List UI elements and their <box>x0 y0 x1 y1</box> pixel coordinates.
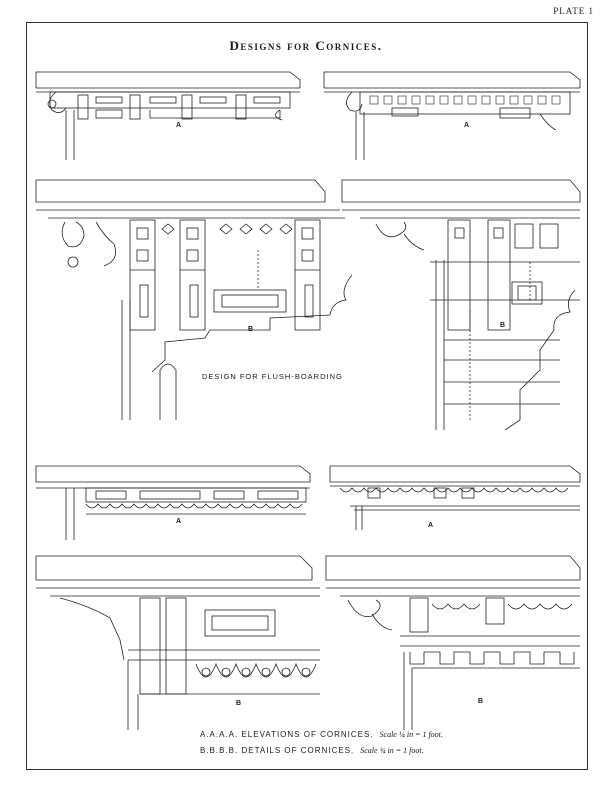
label-a-top-right: A <box>464 122 470 129</box>
plate-number: PLATE 1 <box>553 6 594 16</box>
elevation-a-mid-left <box>35 465 311 540</box>
legend-details-scale: Scale ¾ in = 1 foot. <box>360 746 424 755</box>
page-title: Designs for Cornices. <box>229 38 383 53</box>
detail-b-bottom-right <box>325 555 581 730</box>
label-b-bottom-left: B <box>236 700 242 707</box>
plate-border <box>26 22 588 770</box>
label-b-bottom-right: B <box>478 698 484 705</box>
detail-b-right <box>341 179 581 431</box>
label-a-top-left: A <box>176 122 182 129</box>
elevation-a-top-right <box>323 71 581 160</box>
elevation-a-mid-right <box>329 465 581 530</box>
legend-elevations-text: A.A.A.A. ELEVATIONS OF CORNICES. <box>200 730 374 739</box>
label-b-left: B <box>248 326 254 333</box>
label-b-right: B <box>500 322 506 329</box>
detail-b-left <box>35 179 353 420</box>
legend-line-elevations: A.A.A.A. ELEVATIONS OF CORNICES. Scale ¼ … <box>200 730 443 739</box>
legend-details-text: B.B.B.B. DETAILS OF CORNICES. <box>200 746 355 755</box>
legend-line-details: B.B.B.B. DETAILS OF CORNICES. Scale ¾ in … <box>200 746 424 755</box>
label-a-mid-left: A <box>176 518 182 525</box>
detail-b-bottom-left <box>35 555 320 730</box>
legend-elevations-scale: Scale ¼ in = 1 foot. <box>379 730 443 739</box>
caption-flush-boarding: DESIGN FOR FLUSH-BOARDING <box>202 372 343 381</box>
elevation-a-top-left <box>35 71 301 160</box>
label-a-mid-right: A <box>428 522 434 529</box>
